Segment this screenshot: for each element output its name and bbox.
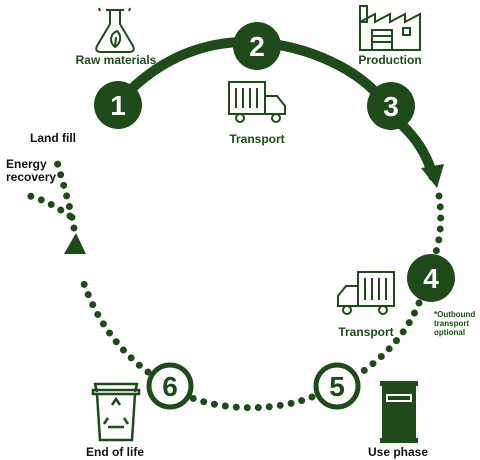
arrow-head-down [421, 164, 444, 188]
truck-icon-right [337, 271, 395, 315]
step-4-label: Transport [338, 325, 394, 339]
dotted-path-6-up [78, 274, 152, 376]
dotted-path-3-4 [432, 192, 445, 256]
dotted-branch-landfill [51, 151, 78, 232]
barrel-icon [380, 381, 418, 443]
step-2-circle [233, 22, 281, 70]
step-3-circle [367, 82, 415, 130]
step-3-number: 3 [383, 91, 399, 122]
step-1-number: 1 [110, 90, 126, 121]
step-2-label: Transport [229, 132, 285, 146]
step-3-label: Production [358, 53, 422, 67]
dotted-branch-energy [26, 192, 74, 220]
outbound-note: *Outbound transport optional [434, 310, 475, 337]
step-1-circle [94, 81, 142, 129]
step-6-number: 6 [162, 371, 178, 402]
factory-icon [359, 5, 421, 51]
step-4-number: 4 [423, 263, 439, 294]
recycle-bin-icon [91, 382, 141, 442]
energy-recovery-line-2: recovery [6, 170, 57, 184]
outbound-note-line-1: *Outbound [434, 310, 476, 319]
energy-recovery-line-1: Energy [6, 157, 47, 171]
step-5-label: Use phase [367, 445, 429, 459]
step-5-number: 5 [329, 371, 345, 402]
step-6-label: End of life [86, 445, 144, 459]
step-1-label: Raw materials [75, 53, 157, 67]
step-6-circle [146, 362, 194, 410]
dotted-path-5-6 [188, 393, 316, 412]
step-5-circle [313, 362, 361, 410]
arrow-head-up [64, 233, 86, 254]
flask-leaf-icon [95, 7, 135, 53]
outbound-note-line-3: optional [434, 328, 466, 337]
outbound-note-line-2: transport [434, 319, 470, 328]
energy-recovery-label: Energy recovery [6, 158, 56, 184]
dotted-path-4-5 [358, 299, 423, 376]
truck-icon-top [228, 81, 286, 123]
step-4-circle [407, 254, 455, 302]
landfill-label: Land fill [30, 131, 76, 145]
step-2-number: 2 [249, 31, 265, 62]
